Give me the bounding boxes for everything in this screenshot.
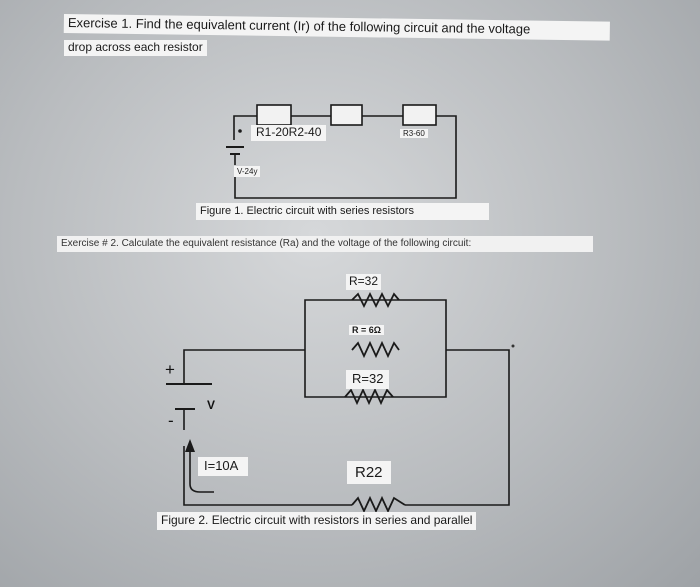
fig2-series-resistor-label: R22 — [347, 461, 391, 485]
fig2-wire-bottom-left — [183, 446, 352, 506]
fig2-current-arrow — [189, 447, 214, 493]
fig1-voltage-label: V-24y — [234, 166, 261, 178]
fig2-resistor-mid-zigzag — [351, 340, 400, 359]
figure1-circuit — [226, 104, 457, 199]
exercise1-subtitle: drop across each resistor — [64, 40, 207, 56]
fig2-r-low-label: R=32 — [346, 370, 390, 389]
fig2-resistor-series-zigzag — [351, 495, 406, 514]
fig1-resistor-r2 — [330, 104, 363, 126]
fig2-resistor-top-zigzag — [351, 291, 400, 309]
figure1-caption: Figure 1. Electric circuit with series r… — [196, 203, 489, 220]
fig2-plus-sign: + — [165, 360, 175, 379]
fig2-voltage-symbol: V — [207, 398, 216, 412]
fig1-terminal-dot — [238, 129, 242, 133]
figure2-caption: Figure 2. Electric circuit with resistor… — [157, 512, 477, 530]
fig2-r-mid-label: R = 6Ω — [349, 325, 384, 336]
fig1-resistor-r1 — [256, 104, 292, 126]
fig2-resistor-low-zigzag — [344, 387, 394, 406]
fig2-r-top-label: R=32 — [346, 274, 382, 290]
fig2-wire-main-top — [183, 349, 510, 506]
fig1-resistor3-label: R3-60 — [400, 129, 428, 139]
fig1-resistor-label: R1-20R2-40 — [251, 125, 327, 141]
fig2-minus-sign: - — [168, 411, 174, 430]
exercise2-title: Exercise # 2. Calculate the equivalent r… — [57, 236, 593, 252]
figure2-circuit — [166, 291, 510, 514]
fig2-current-arrowhead — [185, 439, 195, 452]
fig2-node-dot — [511, 344, 515, 348]
fig2-current-label: I=10A — [198, 457, 249, 476]
fig1-wire-top — [233, 115, 457, 199]
fig1-resistor-r3 — [402, 104, 437, 126]
